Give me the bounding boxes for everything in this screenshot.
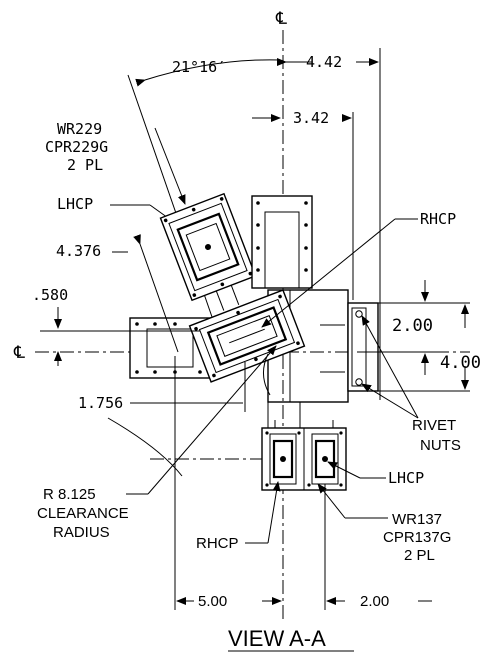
left-centerline-symbol: ℄: [13, 343, 25, 363]
label-wr229-line3: 2 PL: [67, 156, 103, 174]
dim-2-00-nut: 2.00: [392, 316, 433, 336]
bottom-flanges: [261, 420, 347, 491]
label-wr137-line3: 2 PL: [404, 547, 435, 564]
label-nuts: NUTS: [420, 437, 461, 454]
rivet-nut-plate: [347, 302, 379, 392]
dim-3-42: 3.42: [293, 109, 329, 127]
label-clearance: CLEARANCE: [37, 505, 129, 522]
label-wr229-line1: WR229: [57, 120, 102, 138]
dim-4-376: 4.376: [56, 242, 101, 260]
vertical-housing-upper: [251, 195, 313, 289]
angle-21-16: 21°16′: [172, 58, 226, 76]
dim-2-00-bottom: 2.00: [360, 593, 389, 610]
label-rivet: RIVET: [412, 417, 456, 434]
top-centerline-symbol: ℄: [275, 9, 287, 29]
dim-4-42: 4.42: [306, 53, 342, 71]
label-radius: RADIUS: [53, 524, 110, 541]
dim-1-756: 1.756: [78, 394, 123, 412]
label-wr229-line2: CPR229G: [45, 138, 108, 156]
label-lhcp-bottom: LHCP: [388, 469, 424, 487]
label-clearance-r: R 8.125: [43, 486, 96, 503]
label-wr137-line1: WR137: [392, 511, 442, 528]
wr229-flange-upper: [159, 192, 257, 311]
label-rhcp-bottom: RHCP: [196, 535, 239, 552]
dim-5-00: 5.00: [198, 593, 227, 610]
label-wr137-line2: CPR137G: [383, 529, 451, 546]
central-rotated-flange: [188, 289, 306, 383]
dim-0-580: .580: [32, 286, 68, 304]
label-rhcp-top: RHCP: [420, 210, 456, 228]
label-lhcp-top: LHCP: [57, 195, 93, 213]
dim-4-00-nut: 4.00: [440, 353, 481, 373]
view-title: VIEW A-A: [228, 626, 326, 651]
